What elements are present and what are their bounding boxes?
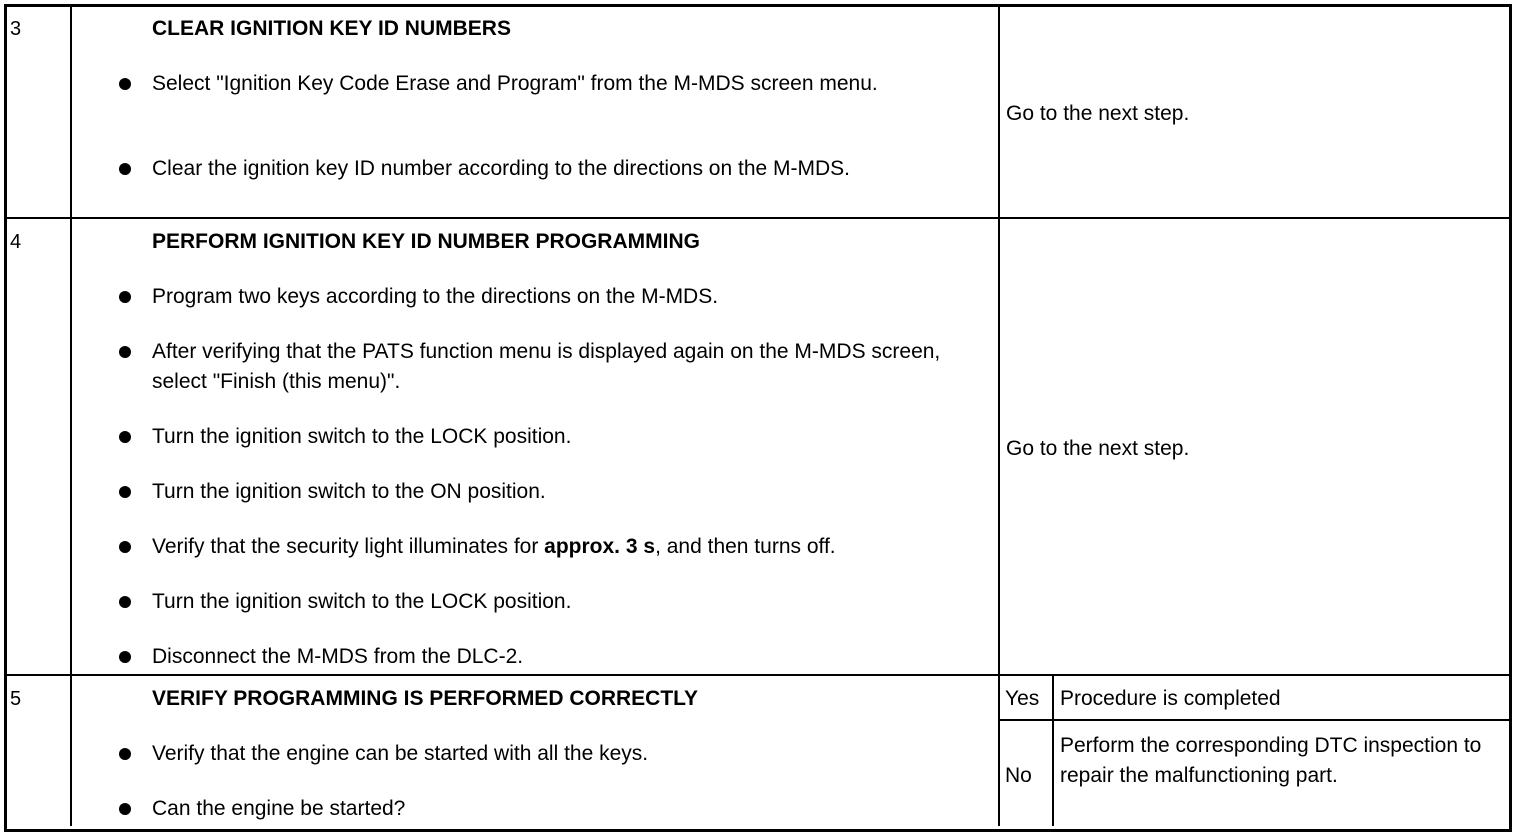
yes-action: Procedure is completed — [1060, 687, 1281, 710]
bullet-text-after: , and then turns off. — [655, 535, 836, 558]
procedure-table — [4, 4, 1512, 832]
list-item: After verifying that the PATS function m… — [119, 337, 982, 396]
step-number: 4 — [10, 231, 22, 253]
bullet-icon — [119, 803, 131, 815]
bullet-text: Disconnect the M-MDS from the DLC-2. — [152, 645, 524, 668]
bullet-text: Turn the ignition switch to the ON posit… — [152, 480, 546, 503]
bullet-icon — [119, 651, 131, 663]
bullet-text: Can the engine be started? — [152, 797, 406, 820]
bullet-text: Clear the ignition key ID number accordi… — [152, 157, 850, 180]
list-item: Verify that the security light illuminat… — [119, 532, 982, 562]
bullet-icon — [119, 486, 131, 498]
bullet-icon — [119, 596, 131, 608]
list-item: Turn the ignition switch to the LOCK pos… — [119, 587, 982, 617]
row-divider — [7, 674, 1509, 676]
bullet-icon — [119, 163, 131, 175]
list-item: Verify that the engine can be started wi… — [119, 739, 982, 769]
column-divider — [70, 7, 72, 826]
list-item: Turn the ignition switch to the LOCK pos… — [119, 422, 982, 452]
no-label: No — [1005, 764, 1032, 787]
bullet-text: Select "Ignition Key Code Erase and Prog… — [152, 72, 878, 95]
list-item: Disconnect the M-MDS from the DLC-2. — [119, 642, 982, 672]
bullet-text: After verifying that the PATS function m… — [152, 340, 941, 393]
list-item: Can the engine be started? — [119, 794, 982, 824]
list-item: Program two keys according to the direct… — [119, 282, 982, 312]
bullet-icon — [119, 346, 131, 358]
bullet-icon — [119, 291, 131, 303]
bullet-text: Turn the ignition switch to the LOCK pos… — [152, 590, 572, 613]
step-action: Go to the next step. — [1006, 102, 1190, 125]
column-divider — [998, 7, 1000, 826]
bullet-icon — [119, 748, 131, 760]
step-action: Go to the next step. — [1006, 437, 1190, 460]
step-title: PERFORM IGNITION KEY ID NUMBER PROGRAMMI… — [152, 230, 700, 253]
yes-no-divider — [1000, 719, 1509, 721]
step-title: VERIFY PROGRAMMING IS PERFORMED CORRECTL… — [152, 687, 699, 710]
step-number: 3 — [10, 18, 22, 40]
row-divider — [7, 217, 1509, 219]
yes-label: Yes — [1005, 687, 1040, 710]
bullet-text: Turn the ignition switch to the LOCK pos… — [152, 425, 572, 448]
bullet-icon — [119, 78, 131, 90]
bullet-text-emphasis: approx. 3 s — [544, 535, 656, 558]
bullet-icon — [119, 541, 131, 553]
bullet-text-before: Verify that the security light illuminat… — [152, 535, 545, 558]
step-number: 5 — [10, 688, 22, 710]
list-item: Turn the ignition switch to the ON posit… — [119, 477, 982, 507]
list-item: Clear the ignition key ID number accordi… — [119, 154, 982, 184]
yes-no-column-divider — [1052, 676, 1054, 826]
bullet-text: Program two keys according to the direct… — [152, 285, 719, 308]
list-item: Select "Ignition Key Code Erase and Prog… — [119, 69, 982, 99]
bullet-icon — [119, 431, 131, 443]
step-title: CLEAR IGNITION KEY ID NUMBERS — [152, 17, 511, 40]
no-action: Perform the corresponding DTC inspection… — [1060, 734, 1482, 787]
bullet-text: Verify that the engine can be started wi… — [152, 742, 649, 765]
